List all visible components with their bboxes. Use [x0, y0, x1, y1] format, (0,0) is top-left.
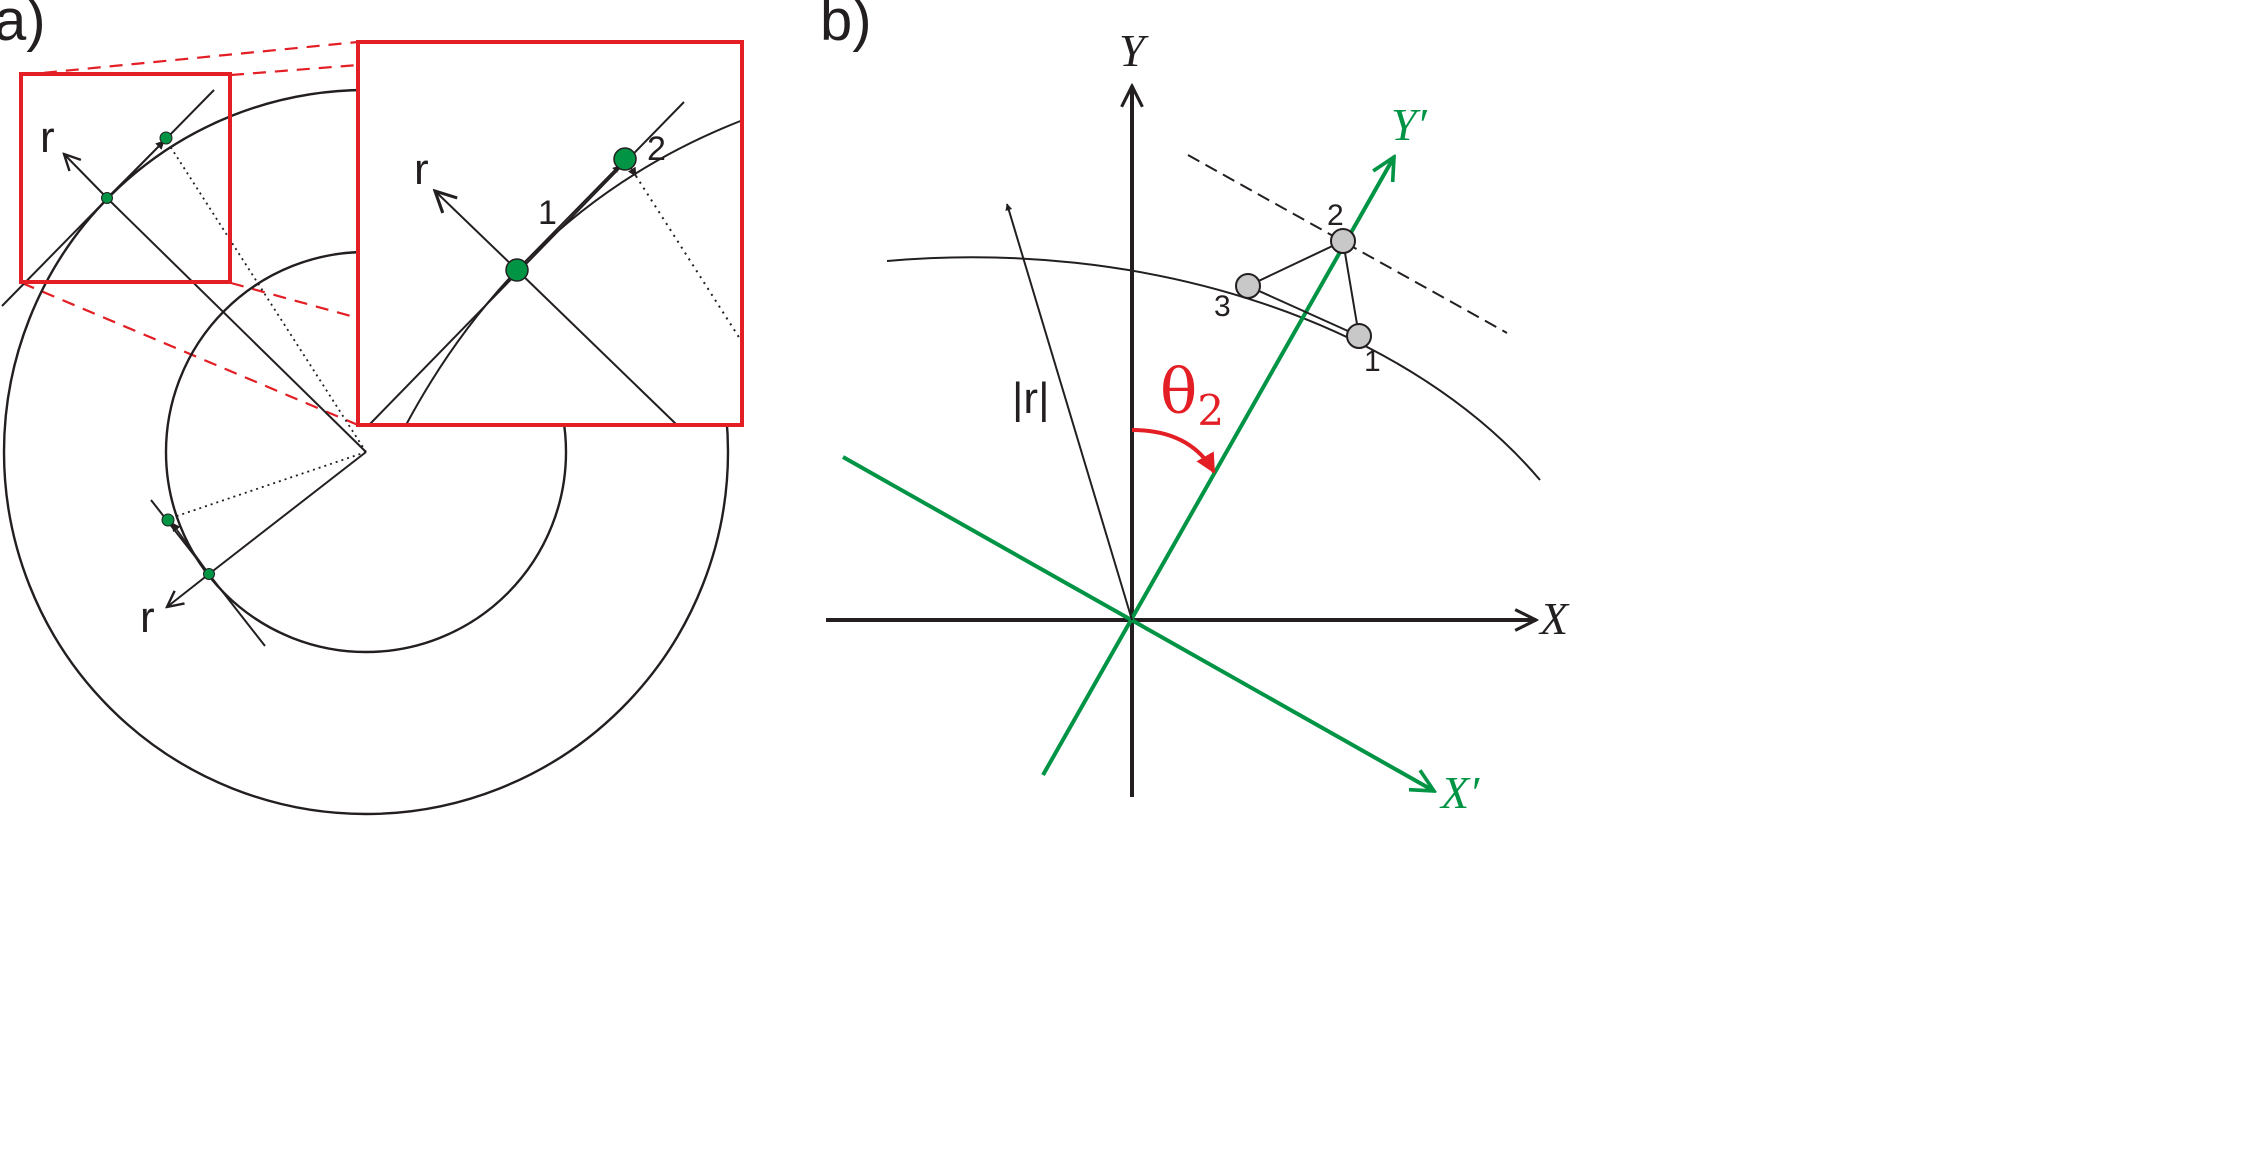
x-prime-axis-label: X′ [1439, 767, 1480, 818]
dotted-link-lower [173, 451, 367, 518]
zoom-inset: r 1 2 [356, 40, 744, 427]
dotted-link-upper [167, 142, 367, 453]
molecule: 2 3 1 [1214, 199, 1381, 378]
zoom-connector-lines [21, 40, 359, 427]
zoom-particle-2-label: 2 [647, 130, 666, 168]
atom-1-label: 1 [1364, 345, 1381, 378]
y-prime-axis-label: Y′ [1391, 99, 1428, 150]
particle-upper-displaced [159, 131, 173, 145]
highlight-box-small [19, 72, 232, 284]
displacement-arrow-lower [171, 522, 210, 575]
radial-line-lower [208, 451, 367, 575]
theta-angle-arc [1131, 428, 1216, 474]
r-arrow-lower [167, 573, 210, 607]
particle-upper-on-circle [101, 192, 113, 204]
r-label-upper: r [40, 113, 55, 162]
panel-b-label: b) [820, 0, 872, 53]
zoom-displacement-arrow [516, 165, 620, 271]
panel-a: a) r r [0, 0, 744, 816]
zoom-r-label: r [414, 145, 429, 194]
atom-3 [1235, 273, 1261, 299]
particle-lower-on-circle [203, 568, 215, 580]
zoom-dotted-line [635, 175, 743, 343]
atom-2 [1330, 228, 1356, 254]
highlight-box-large [356, 40, 744, 427]
panel-b: b) Y X Y′ X′ |r| θ2 2 3 1 [820, 0, 1570, 818]
radial-line-upper [106, 197, 367, 453]
radius-vector [1005, 203, 1133, 621]
theta-symbol: θ [1160, 355, 1197, 428]
displacement-arrow-upper [106, 140, 165, 199]
zoom-inset-background [358, 42, 742, 425]
atom-2-label: 2 [1327, 199, 1344, 232]
zoom-radial-line [516, 269, 678, 426]
zoom-particle-1 [505, 258, 529, 282]
zoom-particle-2 [613, 147, 637, 171]
atom-3-label: 3 [1214, 290, 1231, 323]
x-axis-label: X [1538, 593, 1570, 644]
radius-label: |r| [1012, 374, 1050, 423]
panel-a-label: a) [0, 0, 46, 53]
reference-arc [886, 256, 1541, 481]
y-axis-label: Y [1119, 25, 1149, 76]
theta-label: θ2 [1160, 355, 1224, 435]
particle-lower-displaced [161, 513, 175, 527]
x-prime-axis [842, 455, 1434, 791]
bond-3-1 [1247, 285, 1360, 337]
atom-1 [1346, 323, 1372, 349]
zoom-r-arrow [435, 191, 518, 271]
r-arrow-upper [64, 154, 108, 199]
bond-2-3 [1247, 240, 1344, 287]
zoom-particle-1-label: 1 [538, 194, 557, 232]
bond-2-1 [1342, 240, 1360, 337]
theta-subscript: 2 [1197, 386, 1224, 435]
y-prime-axis [1041, 157, 1394, 776]
r-label-lower: r [140, 593, 155, 642]
